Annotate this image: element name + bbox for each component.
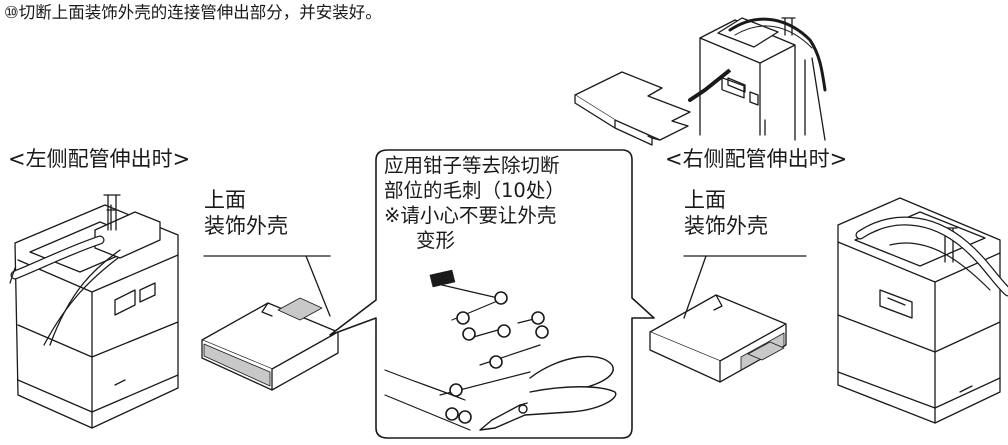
callout-line-4: 变形 — [416, 229, 456, 252]
left-pipe-header: <左侧配管伸出时> — [8, 147, 191, 171]
right-pipe-header: <右侧配管伸出时> — [665, 147, 848, 171]
left-cover-illustration — [201, 255, 339, 391]
right-label-line1: 上面 — [684, 188, 726, 212]
pliers-icon — [479, 355, 617, 431]
top-assembly-illustration — [574, 17, 827, 146]
left-label-line2: 装饰外壳 — [204, 214, 288, 238]
right-unit-illustration — [837, 197, 1008, 424]
right-label-line2: 装饰外壳 — [684, 214, 768, 238]
burr-detail-illustration — [384, 269, 617, 431]
left-label-line1: 上面 — [204, 188, 246, 212]
callout-line-2: 部位的毛刺（10处） — [384, 179, 565, 202]
callout-line-1: 应用钳子等去除切断 — [384, 154, 560, 177]
step-instruction: ⑩切断上面装饰外壳的连接管伸出部分，并安装好。 — [4, 3, 382, 22]
callout-line-3: ※请小心不要让外壳 — [384, 204, 557, 227]
right-cover-illustration — [649, 255, 807, 383]
left-unit-illustration — [9, 194, 179, 429]
burr-marks — [445, 291, 549, 424]
